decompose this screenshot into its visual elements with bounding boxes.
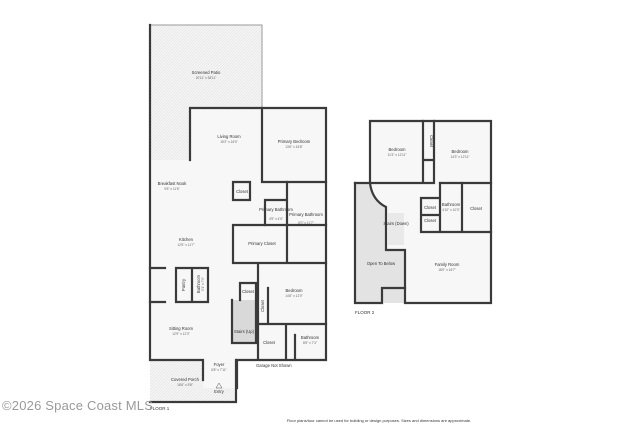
- room-label: Bedroom: [389, 147, 407, 152]
- room-dimensions: 12'6" x 11'7": [177, 243, 194, 247]
- room-dimensions: 6'8" x 7'11": [211, 368, 226, 372]
- room-dimensions: 12'9" x 12'3": [172, 332, 189, 336]
- room-label: Bedroom: [452, 149, 470, 154]
- room-dimensions: 4'10" x 10'3": [442, 208, 459, 212]
- room-label: Closet: [263, 340, 276, 345]
- room-dimensions: 15'2" x 16'0": [220, 140, 237, 144]
- room-dimensions: 18'0" x 16'7": [438, 268, 455, 272]
- room-dimensions: 5'1" x 7'9": [201, 277, 205, 291]
- room-label: Closet: [260, 299, 265, 312]
- room-dimensions: 8'0" x 11'7": [298, 221, 313, 225]
- room-label: Closet: [424, 218, 437, 223]
- room-label: Family Room: [435, 262, 460, 267]
- room-label: Primary Closet: [248, 241, 276, 246]
- room-label: Open To Below: [367, 261, 396, 266]
- room-label: Breakfast Nook: [158, 181, 188, 186]
- stairs-up: [232, 300, 256, 343]
- floor2-interior: [370, 121, 491, 183]
- room-label: Entry: [214, 389, 225, 394]
- room-label: Closet: [429, 135, 434, 148]
- room-label: Sitting Room: [169, 326, 193, 331]
- floor2-walls: [353, 119, 493, 305]
- watermark: ©2026 Space Coast MLS: [2, 398, 154, 413]
- room-dimensions: 14'3" x 12'11": [450, 155, 469, 159]
- room-label: Foyer: [214, 362, 225, 367]
- room-label: Primary Bathroom: [259, 207, 293, 212]
- room-dimensions: 4'9" x 4'5": [269, 217, 283, 221]
- room-label: Screened Patio: [192, 70, 221, 75]
- room-dimensions: 9'6" x 11'6": [164, 187, 179, 191]
- room-label: Closet: [242, 289, 255, 294]
- room-label: Garage Not Shown: [256, 363, 292, 368]
- floor1-label: FLOOR 1: [150, 406, 170, 411]
- room-label: Covered Porch: [171, 377, 200, 382]
- room-label: Stairs (Down): [383, 221, 409, 226]
- room-label: Closet: [424, 205, 437, 210]
- room-label: Kitchen: [179, 237, 194, 242]
- room-label: Bedroom: [286, 288, 304, 293]
- room-label: Pantry: [181, 278, 186, 291]
- room-dimensions: 14'6" x 12'0": [285, 294, 302, 298]
- room-dimensions: 20'11" x 38'11": [196, 76, 217, 80]
- room-label: Primary Bedroom: [278, 139, 311, 144]
- floor1-walls: [148, 23, 328, 404]
- room-label: Bathroom: [196, 274, 201, 293]
- room-label: Living Room: [217, 134, 241, 139]
- room-label: Bathroom: [442, 202, 461, 207]
- floor2-label: FLOOR 2: [355, 310, 375, 315]
- foyer-area: [203, 358, 237, 388]
- room-label: Closet: [236, 189, 249, 194]
- room-label: Stairs (Up): [234, 329, 255, 334]
- room-label: Closet: [470, 206, 483, 211]
- room-dimensions: 16'6" x 9'8": [177, 383, 193, 387]
- room-dimensions: 13'6" x 16'8": [285, 145, 302, 149]
- room-dimensions: 11'3" x 12'11": [388, 153, 407, 157]
- room-label: Bathroom: [301, 335, 320, 340]
- stairs-down: [388, 213, 404, 245]
- room-label: Primary Bathroom: [289, 212, 323, 217]
- room-dimensions: 8'5" x 7'3": [303, 341, 317, 345]
- entry-arrow-icon: [215, 382, 223, 389]
- disclaimer: Floor plans/tour cannot be used for buil…: [287, 418, 471, 423]
